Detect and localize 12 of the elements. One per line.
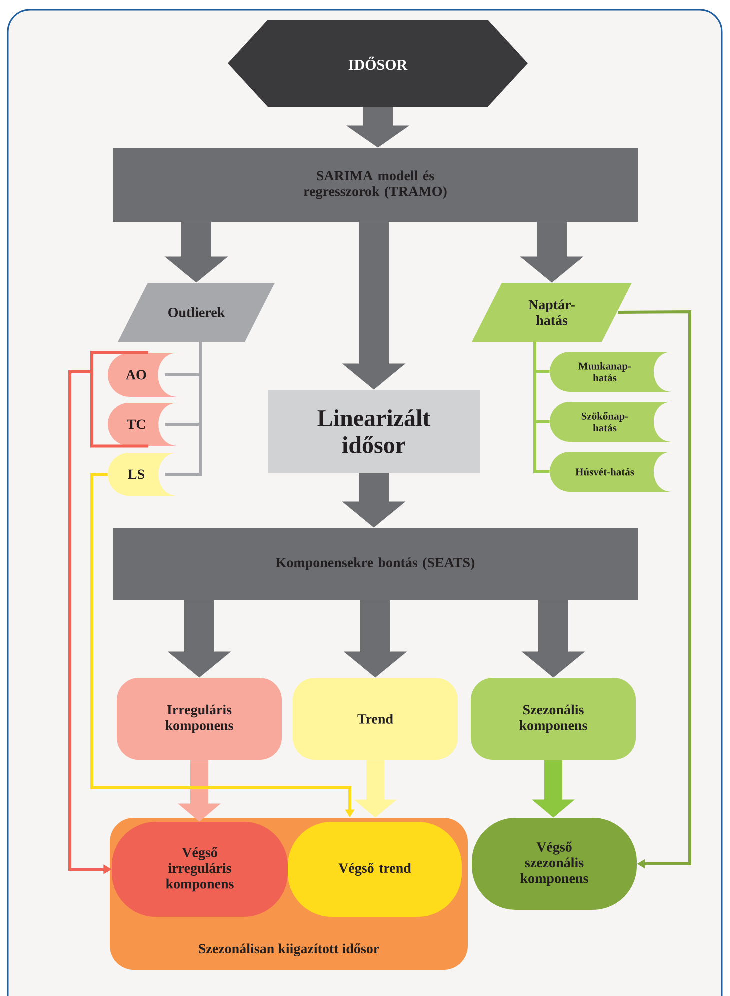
component-box: Szezonális komponens	[471, 678, 636, 760]
connector-line	[534, 342, 550, 474]
result-box: Végső szezonális komponens	[472, 818, 637, 910]
data-parallelogram: Naptár-hatás	[472, 283, 632, 342]
component-box: Trend	[293, 678, 458, 760]
component-box: Irreguláris komponens	[117, 678, 282, 760]
start-hexagon: IDŐSOR	[228, 20, 528, 107]
connector-line	[165, 342, 202, 476]
result-box: Végső trend	[288, 822, 462, 917]
data-parallelogram: Outlierek	[118, 283, 275, 342]
process-box: Linearizált idősor	[268, 390, 480, 473]
arrow	[618, 310, 692, 869]
